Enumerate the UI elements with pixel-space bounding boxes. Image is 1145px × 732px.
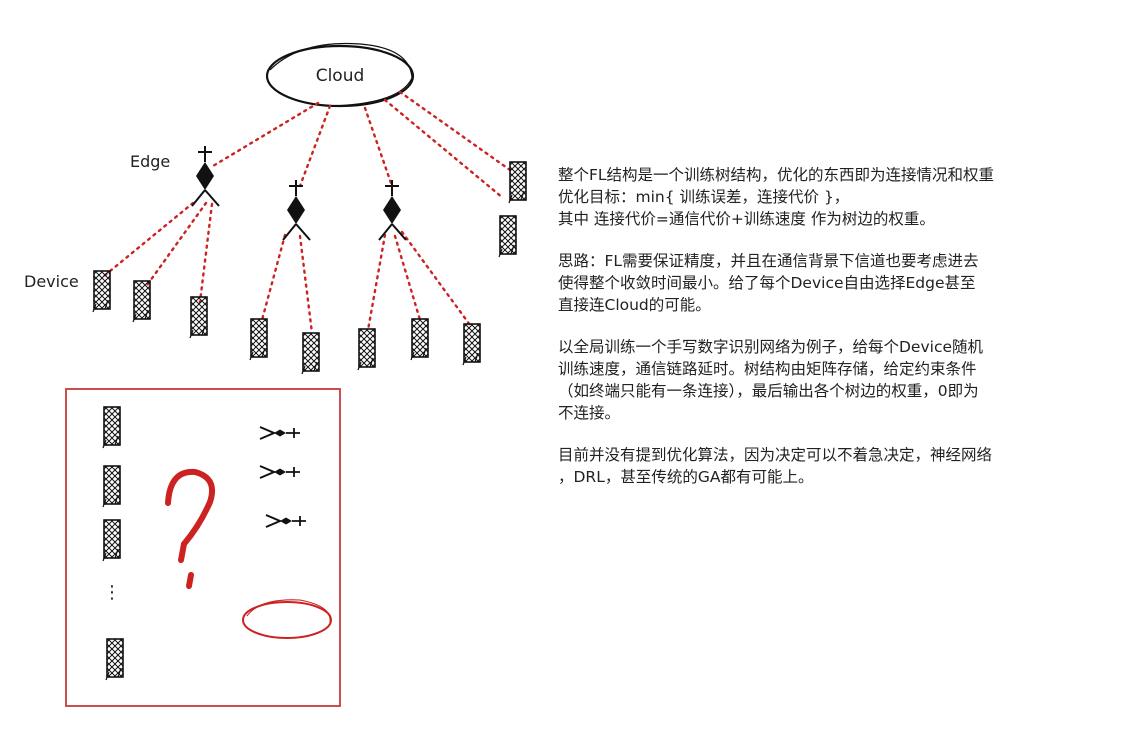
note-line: 使得整个收敛时间最小。给了每个Device自由选择Edge甚至 (558, 274, 976, 292)
cloud-node: Cloud (265, 42, 415, 108)
box-cloud-ellipse (242, 601, 332, 639)
notes-paragraph-1: 整个FL结构是一个训练树结构，优化的东西即为连接情况和权重 优化目标：min{ … (558, 164, 1138, 230)
box-edge-2 (259, 465, 301, 479)
device-2 (132, 280, 151, 323)
cloud-label: Cloud (316, 66, 365, 86)
note-line: ，DRL，甚至传统的GA都有可能上。 (558, 468, 814, 486)
notes-panel: 整个FL结构是一个训练树结构，优化的东西即为连接情况和权重 优化目标：min{ … (558, 164, 1138, 508)
note-line: 思路：FL需要保证精度，并且在通信背景下信道也要考虑进去 (558, 252, 979, 270)
box-edge-3 (265, 514, 307, 528)
optimization-box (65, 388, 341, 707)
device-6 (357, 328, 376, 371)
device-4 (249, 318, 268, 361)
question-mark (165, 468, 216, 589)
device-10 (498, 215, 517, 258)
notes-paragraph-2: 思路：FL需要保证精度，并且在通信背景下信道也要考虑进去 使得整个收敛时间最小。… (558, 250, 1138, 316)
device-1 (92, 270, 111, 313)
box-device-2 (102, 465, 121, 508)
box-device-4 (105, 638, 124, 681)
box-edge-1 (259, 426, 301, 440)
note-line: 优化目标：min{ 训练误差，连接代价 }， (558, 188, 850, 206)
device-7 (410, 318, 429, 361)
ellipsis: ⋮ (103, 582, 121, 603)
notes-paragraph-3: 以全局训练一个手写数字识别网络为例子，给每个Device随机 训练速度，通信链路… (558, 336, 1138, 424)
device-3 (189, 296, 208, 339)
note-line: 以全局训练一个手写数字识别网络为例子，给每个Device随机 (558, 338, 984, 356)
links (102, 90, 512, 335)
note-line: 不连接。 (558, 404, 621, 422)
box-device-1 (102, 406, 121, 449)
notes-paragraph-4: 目前并没有提到优化算法，因为决定可以不着急决定，神经网络 ，DRL，甚至传统的G… (558, 444, 1138, 488)
device-5 (301, 332, 320, 375)
note-line: 其中 连接代价=通信代价+训练速度 作为树边的权重。 (558, 210, 935, 228)
edge-label: Edge (130, 152, 170, 171)
note-line: 训练速度，通信链路延时。树结构由矩阵存储，给定约束条件 (558, 360, 977, 378)
device-8 (462, 323, 481, 366)
note-line: 直接连Cloud的可能。 (558, 296, 711, 314)
edge-node-2 (282, 179, 311, 241)
device-9 (508, 161, 527, 204)
edge-node-1 (191, 145, 220, 207)
note-line: （如终端只能有一条连接），最后输出各个树边的权重，0即为 (558, 382, 979, 400)
device-label: Device (24, 272, 79, 291)
box-device-3 (102, 519, 121, 562)
note-line: 整个FL结构是一个训练树结构，优化的东西即为连接情况和权重 (558, 166, 995, 184)
note-line: 目前并没有提到优化算法，因为决定可以不着急决定，神经网络 (558, 446, 993, 464)
